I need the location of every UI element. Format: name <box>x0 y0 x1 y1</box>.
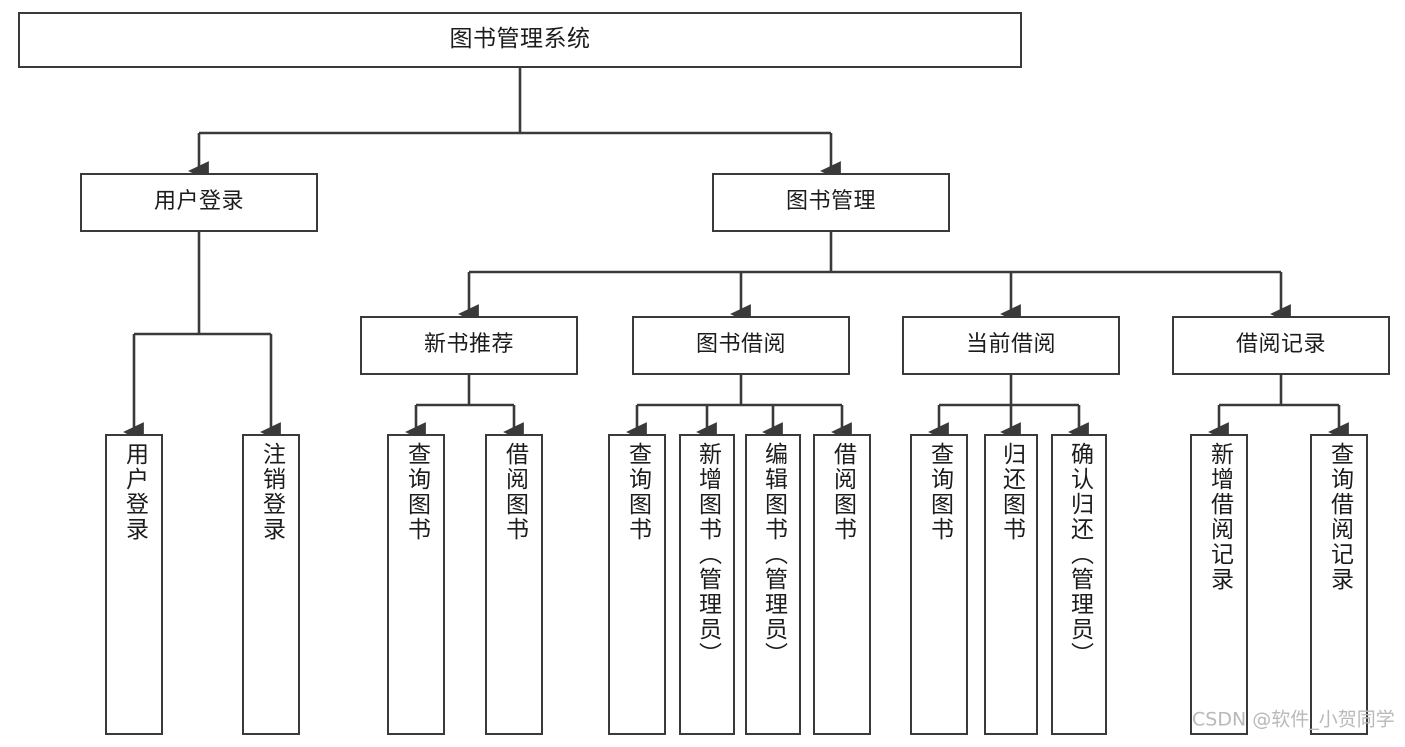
node-leaf-query-borrow-record[interactable]: 查询借阅记录 <box>1310 434 1368 735</box>
node-label: 借阅记录 <box>1235 332 1326 358</box>
node-label: 注销登录 <box>258 442 285 542</box>
node-leaf-query-book-1[interactable]: 查询图书 <box>387 434 445 735</box>
node-leaf-add-book[interactable]: 新增图书（管理员） <box>679 434 735 735</box>
node-leaf-confirm-return[interactable]: 确认归还（管理员） <box>1051 434 1107 735</box>
node-label: 查询图书 <box>926 442 953 542</box>
node-new-book-recommend[interactable]: 新书推荐 <box>360 316 578 375</box>
node-label: 图书管理系统 <box>449 26 591 53</box>
node-current-borrow[interactable]: 当前借阅 <box>902 316 1120 375</box>
node-label: 新增图书（管理员） <box>694 442 721 667</box>
node-label: 新书推荐 <box>423 332 514 358</box>
node-leaf-user-logout[interactable]: 注销登录 <box>242 434 300 735</box>
node-leaf-borrow-book-2[interactable]: 借阅图书 <box>813 434 871 735</box>
node-label: 查询图书 <box>624 442 651 542</box>
node-leaf-edit-book[interactable]: 编辑图书（管理员） <box>745 434 801 735</box>
node-label: 图书管理 <box>785 189 876 215</box>
node-book-borrow[interactable]: 图书借阅 <box>632 316 850 375</box>
node-leaf-borrow-book-1[interactable]: 借阅图书 <box>485 434 543 735</box>
node-leaf-return-book[interactable]: 归还图书 <box>984 434 1038 735</box>
node-label: 归还图书 <box>998 442 1025 542</box>
node-label: 查询借阅记录 <box>1326 442 1353 592</box>
node-root-system[interactable]: 图书管理系统 <box>18 12 1022 68</box>
node-label: 用户登录 <box>153 189 244 215</box>
node-label: 借阅图书 <box>501 442 528 542</box>
node-label: 图书借阅 <box>695 332 786 358</box>
node-label: 借阅图书 <box>829 442 856 542</box>
node-label: 当前借阅 <box>965 332 1056 358</box>
node-label: 查询图书 <box>403 442 430 542</box>
node-borrow-record[interactable]: 借阅记录 <box>1172 316 1390 375</box>
node-leaf-add-borrow-record[interactable]: 新增借阅记录 <box>1190 434 1248 735</box>
node-user-login[interactable]: 用户登录 <box>80 173 318 232</box>
connector-paths <box>123 68 1349 442</box>
node-label: 用户登录 <box>121 442 148 542</box>
node-book-manage[interactable]: 图书管理 <box>712 173 950 232</box>
node-leaf-query-book-3[interactable]: 查询图书 <box>910 434 968 735</box>
node-label: 编辑图书（管理员） <box>760 442 787 667</box>
node-label: 新增借阅记录 <box>1206 442 1233 592</box>
node-label: 确认归还（管理员） <box>1066 442 1093 667</box>
node-leaf-query-book-2[interactable]: 查询图书 <box>608 434 666 735</box>
node-leaf-user-login[interactable]: 用户登录 <box>105 434 163 735</box>
